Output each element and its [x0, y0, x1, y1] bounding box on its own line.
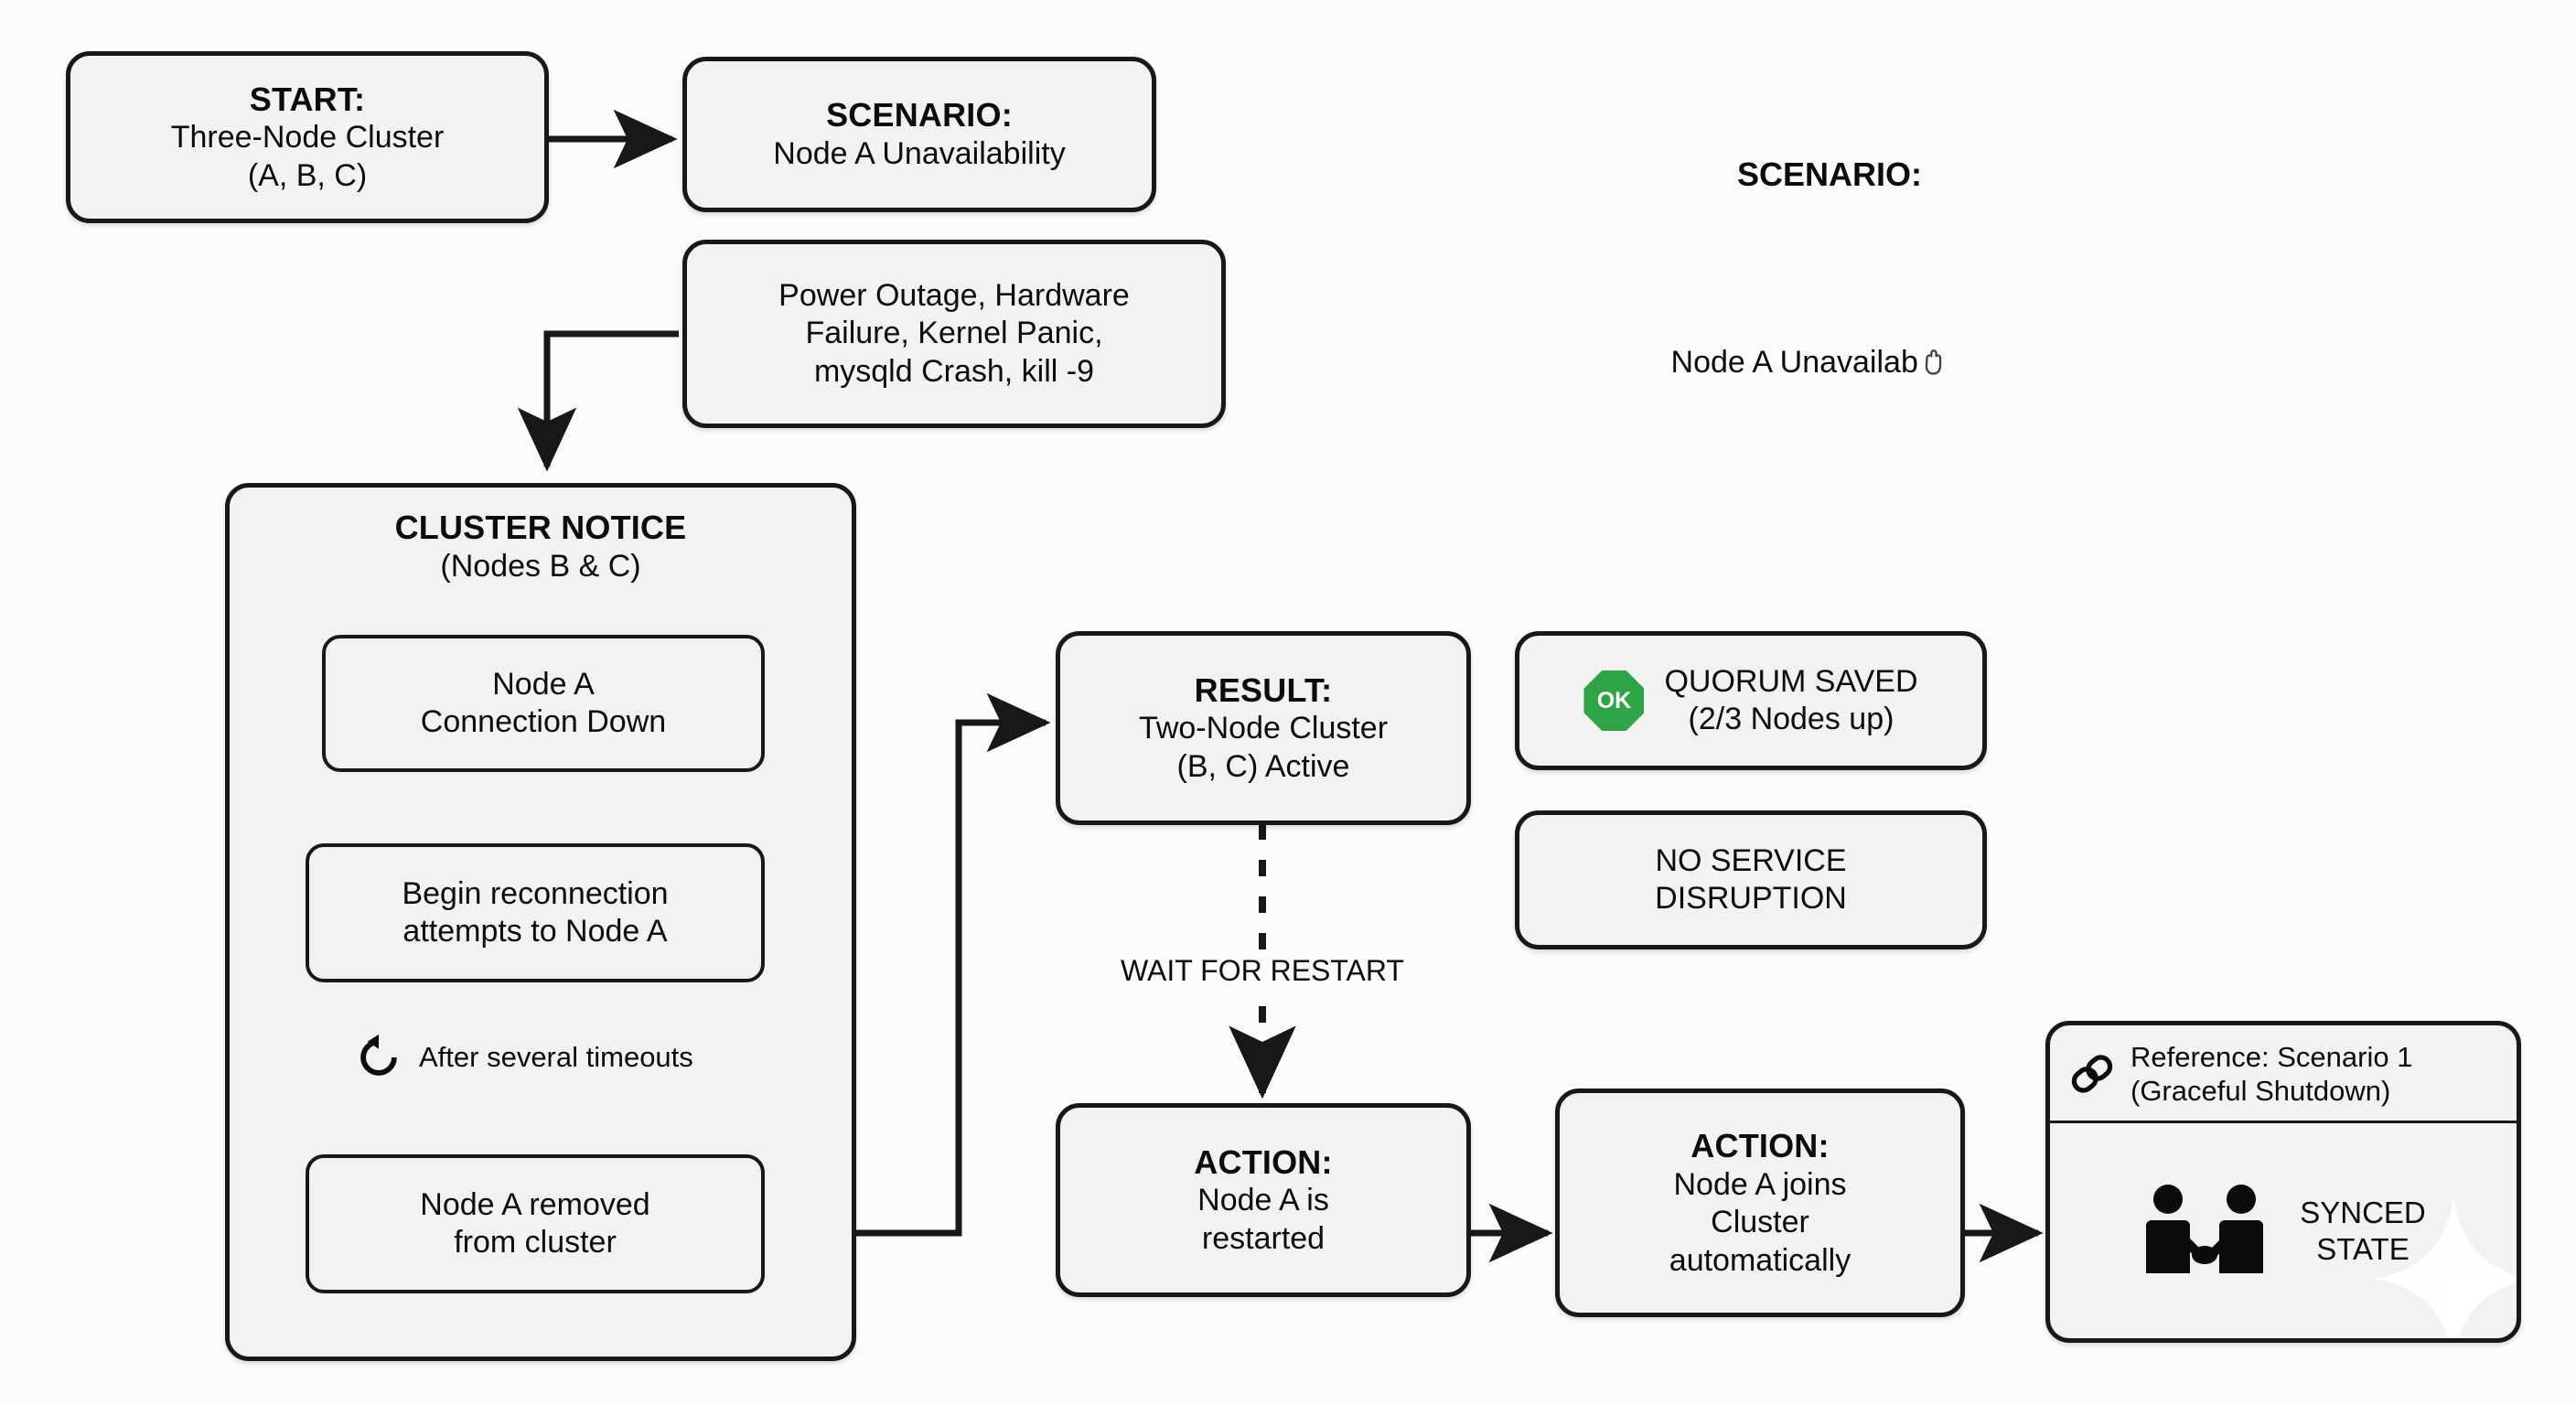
- node-action-rejoin[interactable]: ACTION: Node A joins Cluster automatical…: [1555, 1089, 1965, 1317]
- node-scenario-line2: Node A Unavailability: [773, 136, 1066, 172]
- begin-reconnection-line2: attempts to Node A: [402, 914, 668, 949]
- ok-octagon-icon: OK: [1583, 670, 1645, 731]
- removed-line2: from cluster: [454, 1225, 617, 1260]
- action-restart-line2: Node A is: [1197, 1183, 1329, 1218]
- action-rejoin-line3: Cluster: [1711, 1205, 1809, 1240]
- ok-badge-text: OK: [1596, 687, 1632, 713]
- synced-state-line1: SYNCED: [2300, 1196, 2426, 1230]
- scenario-overlay-title: SCENARIO:: [1736, 155, 1922, 193]
- action-rejoin-line4: automatically: [1669, 1242, 1852, 1278]
- action-restart-line3: restarted: [1201, 1220, 1326, 1256]
- chain-link-icon: [2068, 1050, 2116, 1098]
- node-start-title: START:: [249, 80, 366, 118]
- node-result[interactable]: RESULT: Two-Node Cluster (B, C) Active: [1056, 631, 1471, 825]
- reference-header: Reference: Scenario 1 (Graceful Shutdown…: [2050, 1025, 2517, 1124]
- handshake-icon: [2141, 1184, 2269, 1279]
- begin-reconnection-line1: Begin reconnection: [402, 875, 669, 911]
- node-begin-reconnection[interactable]: Begin reconnection attempts to Node A: [306, 843, 765, 982]
- node-connection-down[interactable]: Node A Connection Down: [322, 635, 765, 772]
- reference-line2: (Graceful Shutdown): [2131, 1075, 2391, 1108]
- quorum-line2: (2/3 Nodes up): [1688, 702, 1894, 736]
- node-quorum-saved[interactable]: OK QUORUM SAVED (2/3 Nodes up): [1515, 631, 1987, 770]
- node-reference-synced-state[interactable]: Reference: Scenario 1 (Graceful Shutdown…: [2045, 1021, 2521, 1343]
- scenario-overlay-text: SCENARIO: Node A Unavailab: [1555, 79, 2104, 531]
- reference-state: SYNCED STATE: [2050, 1123, 2517, 1338]
- node-causes-line1: Power Outage, Hardware: [778, 277, 1130, 313]
- scenario-overlay-line2: Node A Unavailab: [1670, 344, 1918, 380]
- node-start-line3: (A, B, C): [247, 157, 368, 193]
- node-causes[interactable]: Power Outage, Hardware Failure, Kernel P…: [682, 240, 1226, 428]
- connection-down-line2: Connection Down: [420, 704, 667, 739]
- cluster-notice-subtitle: (Nodes B & C): [440, 548, 641, 584]
- loop-refresh-icon: [353, 1032, 404, 1083]
- node-scenario[interactable]: SCENARIO: Node A Unavailability: [682, 57, 1156, 212]
- no-disruption-line2: DISRUPTION: [1655, 881, 1847, 916]
- timeout-label: After several timeouts: [419, 1041, 693, 1073]
- timeout-annotation: After several timeouts: [353, 1032, 693, 1083]
- edge-label-wait-for-restart: WAIT FOR RESTART: [1025, 949, 1500, 993]
- action-rejoin-line2: Node A joins: [1673, 1166, 1847, 1202]
- reference-line1: Reference: Scenario 1: [2131, 1041, 2413, 1073]
- node-start-line2: Three-Node Cluster: [170, 120, 445, 156]
- node-no-service-disruption[interactable]: NO SERVICE DISRUPTION: [1515, 810, 1987, 949]
- node-scenario-title: SCENARIO:: [826, 96, 1013, 134]
- grab-cursor-icon: [1919, 271, 1989, 456]
- node-causes-line3: mysqld Crash, kill -9: [813, 353, 1095, 389]
- removed-line1: Node A removed: [420, 1186, 650, 1222]
- action-rejoin-title: ACTION:: [1690, 1126, 1830, 1164]
- synced-state-line2: STATE: [2316, 1231, 2410, 1266]
- action-restart-title: ACTION:: [1194, 1142, 1333, 1181]
- node-causes-line2: Failure, Kernel Panic,: [805, 316, 1103, 351]
- connection-down-line1: Node A: [492, 666, 595, 702]
- node-removed-from-cluster[interactable]: Node A removed from cluster: [306, 1154, 765, 1293]
- quorum-line1: QUORUM SAVED: [1664, 663, 1918, 699]
- edge-causes-to-cluster-notice: [517, 330, 679, 472]
- node-action-restart[interactable]: ACTION: Node A is restarted: [1056, 1103, 1471, 1297]
- cluster-notice-title: CLUSTER NOTICE: [394, 509, 687, 546]
- node-start[interactable]: START: Three-Node Cluster (A, B, C): [66, 51, 549, 223]
- no-disruption-line1: NO SERVICE: [1655, 842, 1847, 878]
- result-title: RESULT:: [1194, 670, 1333, 709]
- result-line3: (B, C) Active: [1176, 748, 1350, 784]
- result-line2: Two-Node Cluster: [1138, 711, 1389, 746]
